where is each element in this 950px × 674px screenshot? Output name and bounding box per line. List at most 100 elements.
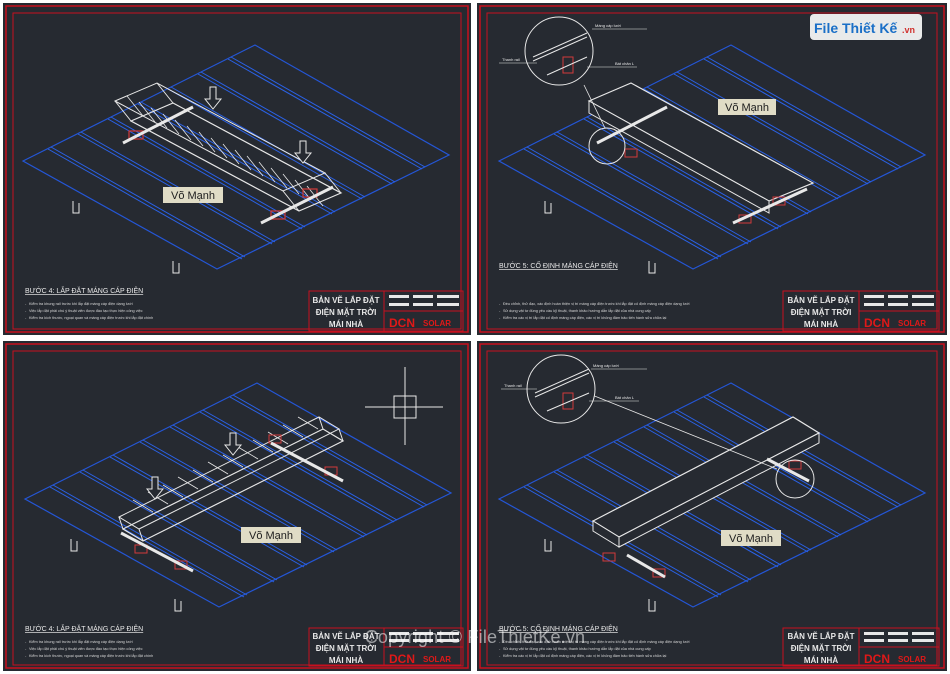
- note-line: Kiểm tra các vị trí lắp đặt cố định máng…: [503, 653, 667, 658]
- title-line-1: BẢN VẼ LẮP ĐẶT: [313, 296, 380, 305]
- step-notes: -Kiểm tra khung rail trước khi lắp đặt m…: [25, 301, 153, 320]
- brand-logo: DCN: [864, 316, 890, 330]
- drawing-panel-1: Võ Mạnh BƯỚC 4: LẮP ĐẶT MÁNG CÁP ĐIỆN -K…: [3, 3, 471, 335]
- callout-label: Máng cáp lưới: [593, 363, 619, 368]
- note-line: Sử dụng vật tư đúng yêu cầu kỹ thuật, th…: [503, 646, 651, 651]
- roof-outline: [21, 44, 451, 270]
- panel-1-canvas: Võ Mạnh BƯỚC 4: LẮP ĐẶT MÁNG CÁP ĐIỆN -K…: [5, 5, 469, 333]
- note-line: Việc lắp đặt phải chú ý thuật viên được …: [29, 646, 143, 651]
- watermark-logo: File Thiết Kế .vn: [810, 14, 922, 40]
- roof-outline: [23, 382, 453, 608]
- roof-sheets: [21, 44, 451, 274]
- note-line: Kiểm tra kích thước, ngoại quan và máng …: [29, 315, 153, 320]
- name-label: Võ Mạnh: [249, 530, 293, 542]
- note-line: Đều chỉnh, thử đạc, xác định hoàn thiện …: [503, 639, 690, 644]
- inner-frame: [12, 12, 462, 330]
- roof-post: [72, 201, 80, 214]
- title-line-3: MÁI NHÀ: [329, 656, 363, 665]
- name-label-bg: [163, 187, 223, 203]
- title-line-1: BẢN VẼ LẮP ĐẶT: [788, 296, 855, 305]
- cable-tray: [113, 82, 343, 225]
- callout-label: Máng cáp lưới: [595, 23, 621, 28]
- svg-text:-: -: [499, 647, 501, 651]
- step-notes: -Đều chỉnh, thử đạc, xác định hoàn thiện…: [499, 301, 690, 320]
- brand-suffix: SOLAR: [898, 319, 926, 328]
- note-line: Sử dụng vật tư đúng yêu cầu kỹ thuật, th…: [503, 308, 651, 313]
- roof-ribs: [49, 394, 428, 598]
- panel-3-canvas: Võ Mạnh BƯỚC 4: LẮP ĐẶT MÁNG CÁP ĐIỆN -K…: [5, 343, 469, 669]
- callout-label: Bát chân L: [615, 395, 635, 400]
- svg-text:-: -: [25, 316, 27, 320]
- brand-suffix: SOLAR: [898, 655, 926, 664]
- outer-frame: [5, 5, 469, 333]
- drawing-panel-3: Võ Mạnh BƯỚC 4: LẮP ĐẶT MÁNG CÁP ĐIỆN -K…: [3, 341, 471, 671]
- note-line: Việc lắp đặt phải chú ý thuật viên được …: [29, 308, 143, 313]
- note-line: Đều chỉnh, thử đạc, xác định hoàn thiện …: [503, 301, 690, 306]
- title-block: BẢN VẼ LẮP ĐẶT ĐIỆN MẶT TRỜI MÁI NHÀ DCN…: [308, 627, 464, 667]
- title-line-2: ĐIỆN MẶT TRỜI: [791, 644, 852, 653]
- cable-tray-covered: [587, 82, 815, 225]
- cable-tray-covered: [591, 416, 821, 579]
- detail-circle-zoom: [524, 16, 594, 86]
- svg-text:-: -: [25, 302, 27, 306]
- svg-text:-: -: [499, 302, 501, 306]
- step-title: BƯỚC 4: LẮP ĐẶT MÁNG CÁP ĐIỆN: [25, 286, 143, 295]
- panel-4-canvas: Máng cáp lưới Thanh rail Bát chân L Võ M…: [479, 343, 945, 669]
- cross-marker: [365, 367, 443, 445]
- cable-tray: [117, 416, 345, 573]
- title-block: BẢN VẼ LẮP ĐẶT ĐIỆN MẶT TRỜI MÁI NHÀ DCN…: [782, 290, 940, 332]
- title-line-3: MÁI NHÀ: [804, 320, 838, 329]
- brand-logo: DCN: [864, 652, 890, 666]
- svg-text:-: -: [25, 654, 27, 658]
- note-line: Kiểm tra khung rail trước khi lắp đặt má…: [29, 301, 133, 306]
- watermark-brand: File Thiết Kế: [814, 20, 897, 36]
- brand-logo: DCN: [389, 652, 415, 666]
- note-line: Kiểm tra kích thước, ngoại quan và máng …: [29, 653, 153, 658]
- panel-2-canvas: Máng cáp lưới Thanh rail Bát chân L Võ M…: [479, 5, 945, 333]
- title-line-1: BẢN VẼ LẮP ĐẶT: [788, 632, 855, 641]
- svg-text:-: -: [25, 640, 27, 644]
- name-label: Võ Mạnh: [725, 102, 769, 114]
- detail-circle-small: [588, 127, 626, 165]
- brand-suffix: SOLAR: [423, 319, 451, 328]
- svg-text:-: -: [25, 647, 27, 651]
- title-block: BẢN VẼ LẮP ĐẶT ĐIỆN MẶT TRỜI MÁI NHÀ DCN…: [308, 290, 464, 332]
- detail-circle-small: [775, 459, 815, 499]
- title-line-2: ĐIỆN MẶT TRỜI: [316, 644, 377, 653]
- drawing-panel-2: Máng cáp lưới Thanh rail Bát chân L Võ M…: [477, 3, 947, 335]
- watermark-suffix: .vn: [902, 25, 915, 35]
- callout-label: Thanh rail: [504, 383, 522, 388]
- step-title: BƯỚC 5: CỐ ĐỊNH MÁNG CÁP ĐIỆN: [499, 623, 618, 633]
- detail-circle-zoom: [526, 354, 596, 424]
- title-line-1: BẢN VẼ LẮP ĐẶT: [313, 632, 380, 641]
- step-title: BƯỚC 4: LẮP ĐẶT MÁNG CÁP ĐIỆN: [25, 624, 143, 633]
- note-line: Kiểm tra khung rail trước khi lắp đặt má…: [29, 639, 133, 644]
- title-line-3: MÁI NHÀ: [804, 656, 838, 665]
- down-arrows: [203, 86, 313, 164]
- roof-ribs: [47, 56, 426, 260]
- svg-text:-: -: [25, 309, 27, 313]
- callout-label: Bát chân L: [615, 61, 635, 66]
- svg-text:-: -: [499, 316, 501, 320]
- step-title: BƯỚC 5: CỐ ĐỊNH MÁNG CÁP ĐIỆN: [499, 260, 618, 270]
- title-line-2: ĐIỆN MẶT TRỜI: [316, 308, 377, 317]
- step-notes: -Kiểm tra khung rail trước khi lắp đặt m…: [25, 639, 153, 658]
- name-label: Võ Mạnh: [729, 533, 773, 545]
- title-block: BẢN VẼ LẮP ĐẶT ĐIỆN MẶT TRỜI MÁI NHÀ DCN…: [782, 627, 940, 667]
- title-line-3: MÁI NHÀ: [329, 320, 363, 329]
- roof-post: [172, 261, 180, 274]
- brand-suffix: SOLAR: [423, 655, 451, 664]
- callout-label: Thanh rail: [502, 57, 520, 62]
- roof-outline: [497, 44, 927, 270]
- svg-text:-: -: [499, 654, 501, 658]
- name-label: Võ Mạnh: [171, 190, 215, 202]
- step-notes: -Đều chỉnh, thử đạc, xác định hoàn thiện…: [499, 639, 690, 658]
- title-line-2: ĐIỆN MẶT TRỜI: [791, 308, 852, 317]
- brand-logo: DCN: [389, 316, 415, 330]
- svg-text:-: -: [499, 640, 501, 644]
- roof-outline: [497, 382, 927, 608]
- svg-text:-: -: [499, 309, 501, 313]
- note-line: Kiểm tra các vị trí lắp đặt cố định máng…: [503, 315, 667, 320]
- down-arrows: [145, 432, 243, 500]
- drawing-panel-4: Máng cáp lưới Thanh rail Bát chân L Võ M…: [477, 341, 947, 671]
